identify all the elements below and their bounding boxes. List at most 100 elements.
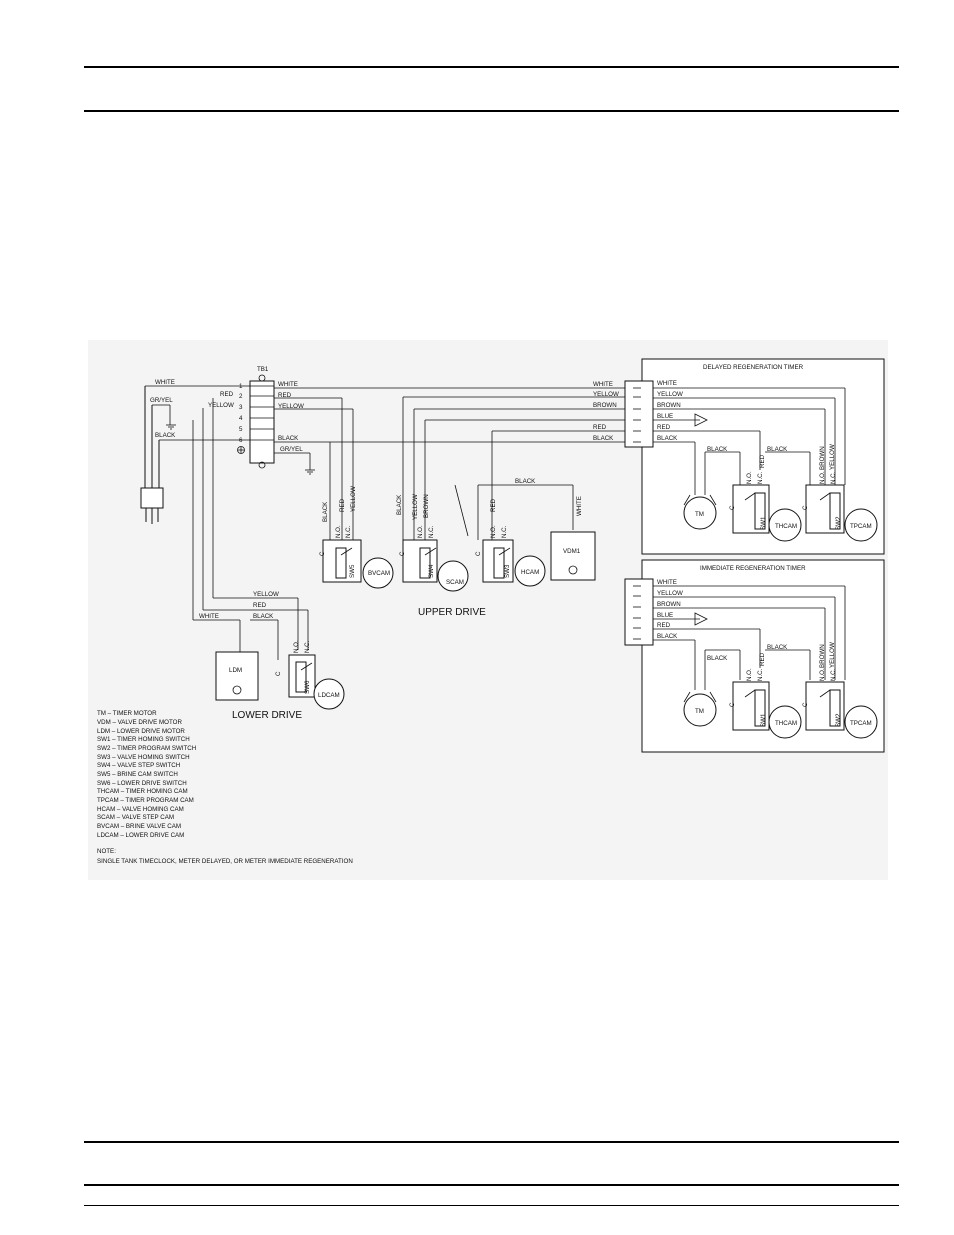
delayed-wire-yellow: YELLOW <box>657 391 683 398</box>
switch-sw2-immediate <box>805 681 845 731</box>
delayed-in-white: WHITE <box>593 381 613 388</box>
switch-sw2-delayed <box>805 484 845 534</box>
delayed-red-a: RED <box>759 454 766 468</box>
hcam-icon <box>514 555 546 587</box>
tb-yellow-label: YELLOW <box>278 403 304 410</box>
sw6-label: SW6 <box>304 680 311 694</box>
header-rule-bottom <box>84 110 899 112</box>
sw2-immediate-nc: N.C. <box>830 668 837 681</box>
thcam-delayed-label: THCAM <box>775 523 797 530</box>
tb-white-label: WHITE <box>278 381 298 388</box>
delayed-connector <box>624 380 654 448</box>
tm-immediate-label: TM <box>695 708 704 715</box>
switch-sw1-delayed <box>732 484 770 534</box>
sw4-c-label: C <box>399 551 406 556</box>
legend-item: HCAM – VALVE HOMING CAM <box>97 806 184 813</box>
sw2-immediate-no: N.O. <box>819 668 826 681</box>
terminal-2-label: 2 <box>239 393 243 400</box>
ldcam-label: LDCAM <box>318 692 340 699</box>
legend-item: TM – TIMER MOTOR <box>97 710 157 717</box>
ldcam-icon <box>313 678 345 710</box>
terminal-3-label: 3 <box>239 404 243 411</box>
lower-black-label: BLACK <box>253 613 274 620</box>
delayed-black-b: BLACK <box>767 446 788 453</box>
sw3-nc-label: N.C. <box>501 525 508 538</box>
mains-black-label: BLACK <box>155 432 176 439</box>
legend-item: SW2 – TIMER PROGRAM SWITCH <box>97 745 196 752</box>
delayed-in-red: RED <box>593 424 607 431</box>
legend-item: LDM – LOWER DRIVE MOTOR <box>97 728 185 735</box>
sw1-delayed-no: N.O. <box>746 471 753 484</box>
sw1-immediate-nc: N.C. <box>757 668 764 681</box>
delayed-timer-title: DELAYED REGENERATION TIMER <box>703 364 804 371</box>
sw5-label: SW5 <box>349 564 356 578</box>
terminal-4-label: 4 <box>239 415 243 422</box>
legend-item: BVCAM – BRINE VALVE CAM <box>97 823 181 830</box>
immediate-wire-yellow: YELLOW <box>657 590 683 597</box>
tpcam-immediate-label: TPCAM <box>850 720 872 727</box>
legend-item: SW4 – VALVE STEP SWITCH <box>97 762 180 769</box>
sw3-red-label: RED <box>490 498 497 512</box>
delayed-in-black: BLACK <box>593 435 614 442</box>
immediate-wire-blue: BLUE <box>657 612 673 619</box>
sw6-no-label: N.O. <box>293 640 300 653</box>
terminal-6-label: 6 <box>239 437 243 444</box>
delayed-wire-brown: BROWN <box>657 402 681 409</box>
legend: TM – TIMER MOTOR VDM – VALVE DRIVE MOTOR… <box>97 710 196 839</box>
immediate-timer-title: IMMEDIATE REGENERATION TIMER <box>700 565 806 572</box>
delayed-wire-black: BLACK <box>657 435 678 442</box>
scam-icon <box>437 560 469 592</box>
sw5-black-label: BLACK <box>322 501 329 522</box>
switch-sw3 <box>482 539 514 583</box>
terminal-5-label: 5 <box>239 426 243 433</box>
lower-drive-label: LOWER DRIVE <box>232 710 302 721</box>
sw1-delayed-nc: N.C. <box>757 471 764 484</box>
note-heading: NOTE: <box>97 848 116 855</box>
hcam-label: HCAM <box>521 569 539 576</box>
thcam-delayed-icon <box>768 508 802 542</box>
sw6-nc-label: N.C. <box>304 640 311 653</box>
mains-gryel-label: GR/YEL <box>150 397 173 404</box>
immediate-connector <box>624 578 654 646</box>
delayed-yellow-v: YELLOW <box>829 444 836 470</box>
upper-drive-label: UPPER DRIVE <box>418 607 486 618</box>
sw3-c-label: C <box>475 551 482 556</box>
power-plug-icon <box>140 386 164 524</box>
legend-item: SCAM – VALVE STEP CAM <box>97 814 174 821</box>
delayed-in-brown: BROWN <box>593 402 617 409</box>
immediate-red-a: RED <box>759 652 766 666</box>
immediate-wire-white: WHITE <box>657 579 677 586</box>
motor-tm-delayed <box>683 494 717 530</box>
tb-black-label: BLACK <box>278 435 299 442</box>
legend-item: SW5 – BRINE CAM SWITCH <box>97 771 178 778</box>
delayed-brown-v: BROWN <box>819 446 826 470</box>
tm-delayed-label: TM <box>695 511 704 518</box>
legend-item: VDM – VALVE DRIVE MOTOR <box>97 719 182 726</box>
switch-sw6 <box>288 654 316 698</box>
sw4-label: SW4 <box>428 564 435 578</box>
sw5-c-label: C <box>319 551 326 556</box>
immediate-brown-v: BROWN <box>819 644 826 668</box>
terminal-block-tb1 <box>237 374 275 469</box>
footer-rule-bottom <box>84 1205 899 1206</box>
legend-item: SW3 – VALVE HOMING SWITCH <box>97 754 190 761</box>
tpcam-immediate-icon <box>844 705 878 739</box>
delayed-black-a: BLACK <box>707 446 728 453</box>
legend-item: TPCAM – TIMER PROGRAM CAM <box>97 797 194 804</box>
sw1-immediate-no: N.O. <box>746 668 753 681</box>
ground-symbol-mains <box>166 424 176 430</box>
lower-red-label: RED <box>253 602 267 609</box>
motor-tm-immediate <box>683 691 717 727</box>
sw1-delayed-c: C <box>729 505 736 510</box>
footer-rule-top <box>84 1141 899 1143</box>
immediate-connector-link <box>694 612 708 626</box>
sw2-immediate-label: SW2 <box>835 713 842 727</box>
sw1-delayed-label: SW1 <box>760 516 767 530</box>
lower-yellow-label: YELLOW <box>253 591 279 598</box>
legend-item: SW6 – LOWER DRIVE SWITCH <box>97 780 187 787</box>
sw4-brown-label: BROWN <box>423 494 430 518</box>
sw3-no-label: N.O. <box>490 525 497 538</box>
legend-item: SW1 – TIMER HOMING SWITCH <box>97 736 190 743</box>
delayed-wire-blue: BLUE <box>657 413 673 420</box>
upper-black-label: BLACK <box>515 478 536 485</box>
